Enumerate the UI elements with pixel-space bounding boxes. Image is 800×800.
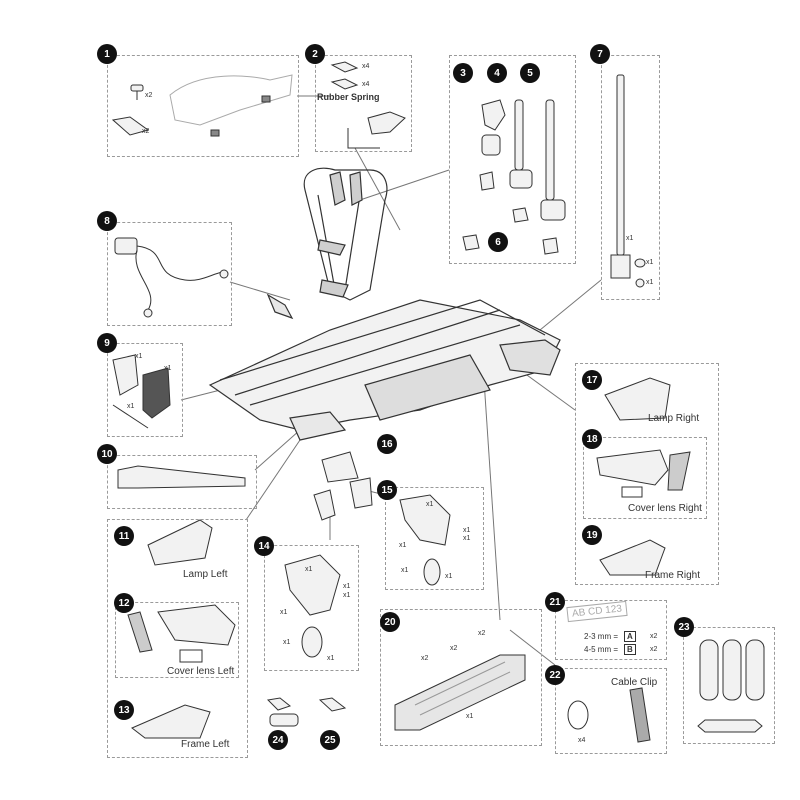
qty-14b: x1	[343, 583, 351, 590]
box-part-10	[107, 455, 257, 509]
qty-21a: x2	[650, 633, 658, 640]
part-number-19: 19	[582, 525, 602, 545]
part-8-art	[115, 238, 228, 317]
part-number-23: 23	[674, 617, 694, 637]
box-part-20	[380, 609, 542, 746]
box-part-22	[555, 668, 667, 754]
part-number-22: 22	[545, 665, 565, 685]
qty-2a: x4	[362, 63, 370, 70]
part-number-13: 13	[114, 700, 134, 720]
part-number-10: 10	[97, 444, 117, 464]
part-20-art	[395, 655, 525, 730]
box-part-9	[107, 343, 183, 437]
label-spacer-4-5: 4-5 mm =	[584, 645, 619, 654]
part-number-8: 8	[97, 211, 117, 231]
box-part-15	[385, 487, 484, 590]
part-2-art	[332, 62, 405, 148]
qty-1a: x2	[145, 92, 153, 99]
qty-1b: x2	[142, 128, 150, 135]
box-parts-11-13	[107, 519, 248, 758]
qty-14e: x1	[283, 639, 291, 646]
part-number-1: 1	[97, 44, 117, 64]
label-frame-right: Frame Right	[645, 570, 701, 581]
qty-15f: x1	[445, 573, 453, 580]
part-number-2: 2	[305, 44, 325, 64]
label-rubber-spring: Rubber Spring	[317, 92, 380, 102]
bike-carrier-main	[210, 168, 560, 440]
part-22-art	[568, 688, 650, 742]
part-number-20: 20	[380, 612, 400, 632]
part-number-16: 16	[377, 434, 397, 454]
label-lamp-left: Lamp Left	[183, 569, 228, 580]
box-part-12	[115, 602, 239, 678]
box-part-1	[107, 55, 299, 157]
qty-14c: x1	[343, 592, 351, 599]
qty-22: x4	[578, 737, 586, 744]
part-1-art	[113, 75, 292, 136]
part-number-7: 7	[590, 44, 610, 64]
qty-9a: x1	[135, 353, 143, 360]
qty-20d: x1	[466, 713, 474, 720]
qty-14a: x1	[305, 566, 313, 573]
part-number-4: 4	[487, 63, 507, 83]
qty-15c: x1	[463, 535, 471, 542]
part-number-11: 11	[114, 526, 134, 546]
part-number-12: 12	[114, 593, 134, 613]
qty-9c: x1	[127, 403, 135, 410]
parts-3-6-art	[463, 100, 565, 254]
part-number-17: 17	[582, 370, 602, 390]
part-7-art	[611, 75, 645, 287]
parts-24-25-art	[268, 698, 345, 726]
label-cover-lens-left: Cover lens Left	[167, 666, 235, 677]
box-part-2	[315, 55, 412, 152]
qty-14f: x1	[327, 655, 335, 662]
qty-15b: x1	[463, 527, 471, 534]
qty-9b: x1	[164, 365, 172, 372]
label-spacer-2-3: 2-3 mm =	[584, 632, 619, 641]
label-frame-left: Frame Left	[181, 739, 230, 750]
box-part-18	[583, 437, 707, 519]
part-23-art	[698, 640, 764, 732]
qty-15a: x1	[426, 501, 434, 508]
part-number-14: 14	[254, 536, 274, 556]
label-cable-clip: Cable Clip	[611, 677, 658, 688]
qty-20a: x2	[478, 630, 486, 637]
parts-17-19-art	[597, 378, 690, 575]
box-parts-17-19	[575, 363, 719, 585]
part-number-5: 5	[520, 63, 540, 83]
label-cover-lens-right: Cover lens Right	[628, 503, 702, 514]
qty-2b: x4	[362, 81, 370, 88]
part-number-3: 3	[453, 63, 473, 83]
qty-20b: x2	[421, 655, 429, 662]
part-number-18: 18	[582, 429, 602, 449]
part-10-art	[118, 466, 245, 488]
part-number-24: 24	[268, 730, 288, 750]
parts-11-13-art	[128, 520, 235, 738]
qty-15d: x1	[399, 542, 407, 549]
qty-20c: x2	[450, 645, 458, 652]
part-number-6: 6	[488, 232, 508, 252]
part-9-art	[113, 355, 170, 428]
qty-21b: x2	[650, 646, 658, 653]
part-number-21: 21	[545, 592, 565, 612]
qty-14d: x1	[280, 609, 288, 616]
label-lamp-right: Lamp Right	[648, 413, 700, 424]
box-parts-3-6	[449, 55, 576, 264]
box-part-21	[555, 600, 667, 660]
qty-15e: x1	[401, 567, 409, 574]
part-number-15: 15	[377, 480, 397, 500]
part-number-25: 25	[320, 730, 340, 750]
label-spacer-a: A	[624, 631, 636, 642]
part-number-9: 9	[97, 333, 117, 353]
qty-7c: x1	[646, 279, 654, 286]
box-part-23	[683, 627, 775, 744]
box-part-8	[107, 222, 232, 326]
box-part-14	[264, 545, 359, 671]
qty-7b: x1	[646, 259, 654, 266]
qty-7a: x1	[626, 235, 634, 242]
box-part-7	[601, 55, 660, 300]
parts-14-16-art	[285, 452, 450, 657]
label-spacer-b: B	[624, 644, 636, 655]
